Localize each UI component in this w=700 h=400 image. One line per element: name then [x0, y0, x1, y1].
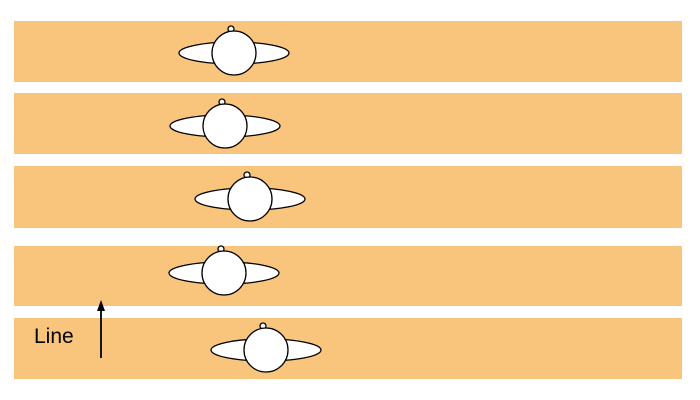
lane-2 [14, 93, 682, 154]
lane-3 [14, 166, 682, 228]
head-circle [243, 327, 289, 373]
person-top-view-icon [169, 98, 281, 149]
head-circle [227, 176, 273, 222]
lanes [14, 21, 682, 379]
head-circle [211, 30, 257, 76]
lane-5 [14, 318, 682, 379]
head-circle [201, 250, 247, 296]
person-top-view-icon [178, 25, 290, 76]
top-view-figures [168, 25, 322, 373]
head-circle [202, 103, 248, 149]
person-top-view-icon [210, 322, 322, 373]
person-top-view-icon [168, 245, 280, 296]
person-top-view-icon [194, 171, 306, 222]
line-label: Line [34, 325, 74, 348]
up-arrow-icon [97, 300, 105, 311]
direction-annotation: Line [34, 300, 105, 358]
lane-4 [14, 246, 682, 306]
lane-1 [14, 21, 682, 82]
